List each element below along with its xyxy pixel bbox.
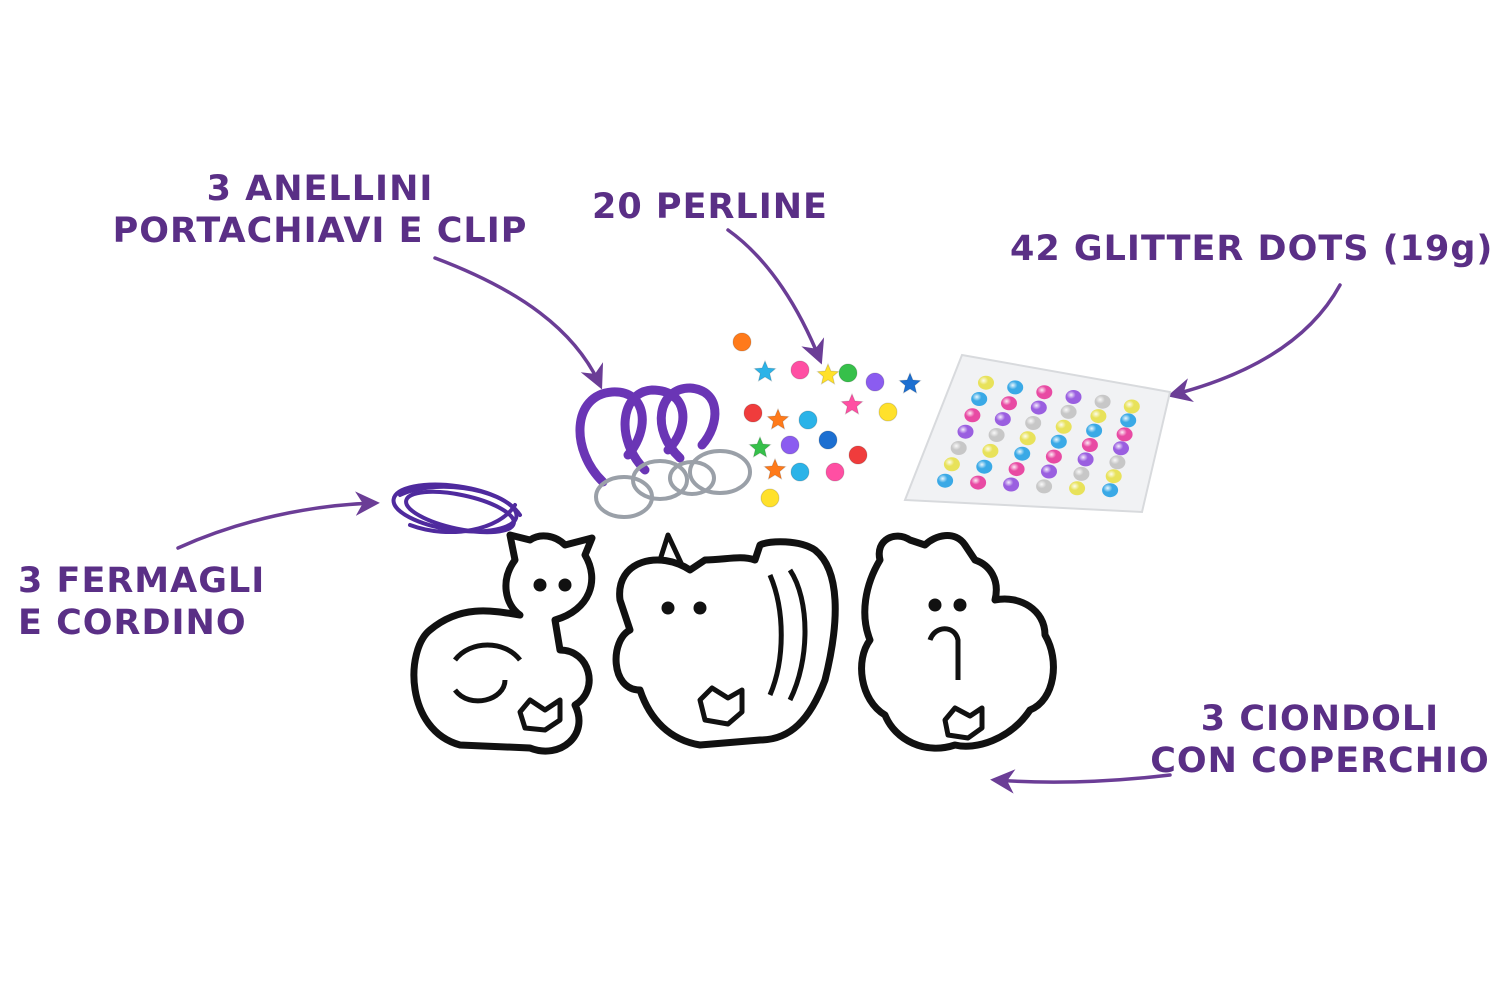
glitter-dot — [1019, 431, 1036, 446]
glitter-dot — [1094, 394, 1111, 409]
glitter-dot — [1060, 404, 1077, 419]
glitter-dot — [1123, 399, 1140, 414]
bead — [760, 488, 780, 508]
glitter-dot — [1086, 423, 1103, 438]
beads — [732, 332, 922, 508]
glitter-dot — [964, 408, 981, 423]
label-glitter-line1: 42 GLITTER DOTS (19g) — [1010, 229, 1494, 269]
glitter-dot — [1041, 464, 1057, 479]
glitter-dot — [950, 441, 967, 455]
glitter-dot — [1036, 479, 1053, 494]
glitter-dot — [1014, 446, 1031, 461]
glitter-dots-tray — [903, 353, 1172, 514]
glitter-dot — [1025, 416, 1042, 430]
label-beads: 20 PERLINE — [580, 186, 840, 228]
label-keychain-line1: 3 ANELLINI — [206, 169, 434, 209]
arrow-ciondoli — [990, 769, 1172, 794]
glitter-dot — [1003, 477, 1020, 492]
glitter-dot — [976, 459, 993, 474]
arrow-glitter — [1167, 283, 1342, 402]
glitter-dot — [1007, 380, 1024, 395]
glitter-dot — [1055, 419, 1072, 434]
bead — [753, 359, 777, 382]
glitter-dot — [1120, 413, 1137, 428]
glitter-dot — [1069, 481, 1086, 496]
bead — [743, 403, 763, 423]
bead — [818, 430, 838, 450]
label-keychain-clips: 3 ANELLINI PORTACHIAVI E CLIP — [105, 168, 535, 252]
label-pendants-line1: 3 CIONDOLI — [1200, 699, 1440, 739]
glitter-dot — [1077, 452, 1094, 467]
glitter-dot — [1001, 396, 1017, 411]
pendant-cat — [410, 531, 596, 755]
glitter-dot — [1073, 466, 1090, 481]
bead — [838, 363, 858, 383]
bead — [790, 462, 810, 482]
bead — [865, 372, 885, 392]
glitter-dot — [1036, 385, 1053, 400]
glitter-dot — [1090, 409, 1107, 424]
bead — [790, 360, 810, 380]
bead — [732, 332, 752, 352]
label-clasps-line2: E CORDINO — [18, 603, 247, 643]
glitter-dot — [1113, 441, 1129, 456]
cord-illustration — [391, 482, 522, 535]
bead — [878, 402, 898, 422]
glitter-dot — [1030, 400, 1047, 415]
bead — [816, 362, 840, 385]
arrow-anellini — [433, 256, 604, 390]
glitter-dot — [1081, 438, 1098, 452]
arrow-perline — [726, 228, 825, 365]
glitter-dot — [978, 375, 994, 390]
label-clasps-line1: 3 FERMAGLI — [18, 561, 266, 601]
glitter-dot — [1065, 390, 1082, 404]
glitter-dot — [982, 443, 999, 458]
label-glitter-dots: 42 GLITTER DOTS (19g) — [1010, 228, 1494, 270]
arrows — [176, 228, 1342, 794]
glitter-dot — [988, 428, 1005, 442]
arrow-fermagli — [176, 491, 380, 550]
glitter-dot — [994, 412, 1011, 427]
label-pendants: 3 CIONDOLI CON COPERCHIO — [1150, 698, 1490, 782]
glitter-dot — [943, 457, 960, 472]
glitter-dot — [971, 392, 988, 406]
label-beads-line1: 20 PERLINE — [592, 187, 828, 227]
bead — [898, 371, 922, 394]
glitter-dot — [970, 475, 987, 490]
pendant-unicorn — [612, 532, 839, 749]
glitter-dot — [1102, 483, 1119, 498]
glitter-dot — [1045, 449, 1062, 464]
bead — [766, 407, 790, 430]
bead — [848, 445, 868, 465]
glitter-dot — [1008, 462, 1025, 477]
bead — [748, 435, 772, 458]
glitter-dot — [937, 473, 954, 488]
glitter-dot — [1105, 469, 1122, 484]
glitter-dot — [1050, 434, 1067, 449]
bead — [798, 410, 818, 430]
bead — [825, 462, 845, 482]
pendant-llama — [858, 532, 1057, 752]
label-pendants-line2: CON COPERCHIO — [1150, 741, 1490, 781]
glitter-dot — [1109, 455, 1126, 470]
label-clasps-cord: 3 FERMAGLI E CORDINO — [18, 560, 268, 644]
glitter-dot — [1116, 427, 1133, 442]
bead — [840, 392, 864, 415]
bead — [763, 457, 787, 480]
label-keychain-line2: PORTACHIAVI E CLIP — [112, 211, 528, 251]
keychain-clips — [575, 383, 752, 519]
glitter-dot — [957, 424, 974, 439]
bead — [780, 435, 800, 455]
